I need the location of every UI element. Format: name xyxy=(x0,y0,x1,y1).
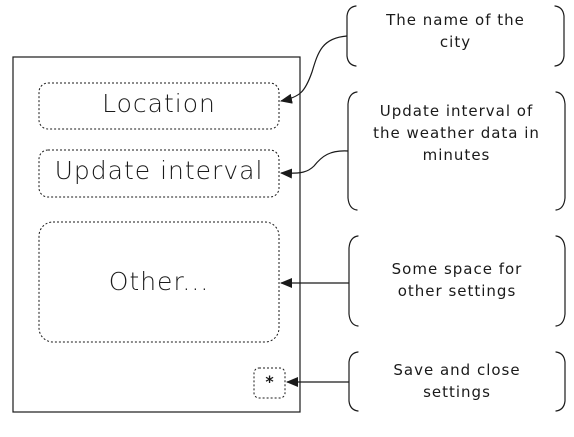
note-location-line-2: city xyxy=(439,33,472,51)
note-other-line-2: other settings xyxy=(397,282,517,300)
note-other-line-1: Some space for xyxy=(391,260,523,278)
other-settings-area xyxy=(38,221,280,343)
note-update-interval-line-2: the weather data in xyxy=(373,124,540,142)
update-interval-field[interactable] xyxy=(38,149,280,198)
location-field[interactable] xyxy=(38,82,280,130)
update-interval-field-label: Update interval xyxy=(54,156,264,185)
arrow-update-interval xyxy=(280,150,349,179)
location-field-label: Location xyxy=(102,89,216,118)
note-update-interval: Update interval of the weather data in m… xyxy=(348,100,565,166)
note-update-interval-line-1: Update interval of xyxy=(379,102,534,120)
note-save: Save and close settings xyxy=(349,359,565,403)
arrow-location xyxy=(280,35,348,104)
note-other: Some space for other settings xyxy=(349,258,565,302)
asterisk-icon: * xyxy=(265,372,274,391)
note-brace-other xyxy=(348,235,566,327)
other-settings-label: Other... xyxy=(108,267,210,296)
note-save-line-2: settings xyxy=(423,383,491,401)
note-location: The name of the city xyxy=(347,9,564,53)
note-location-line-1: The name of the xyxy=(386,11,525,29)
note-update-interval-line-3: minutes xyxy=(422,146,491,164)
note-save-line-1: Save and close xyxy=(393,361,521,379)
settings-panel-frame xyxy=(12,56,301,413)
